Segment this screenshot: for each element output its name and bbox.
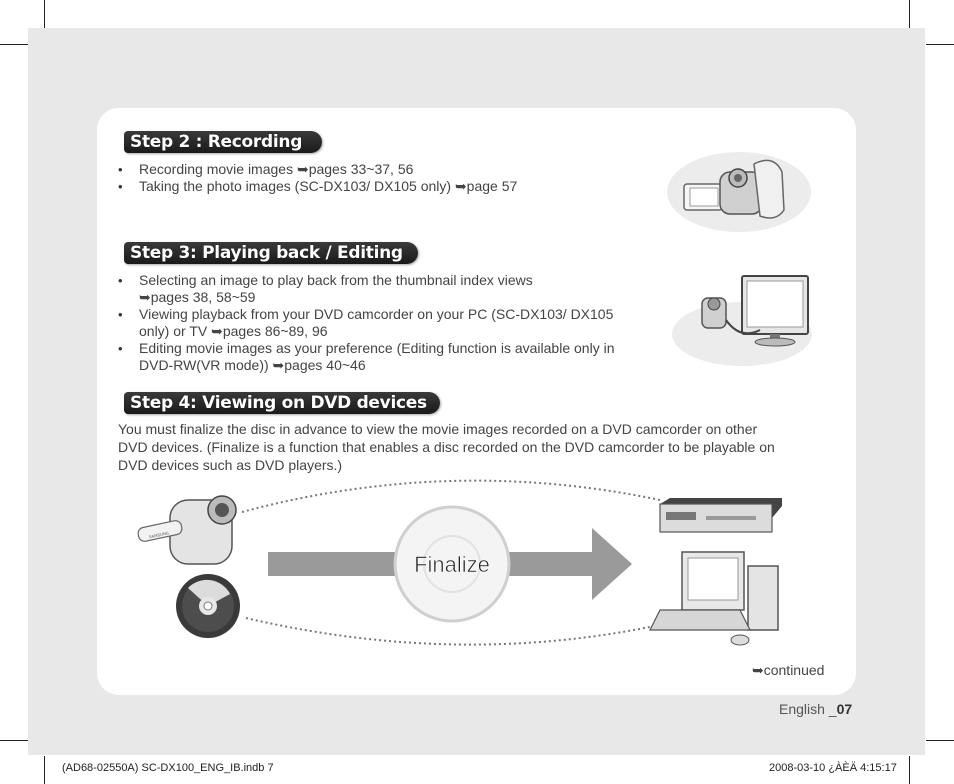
- crop-mark: [44, 0, 45, 28]
- print-file-info: (AD68-02550A) SC-DX100_ENG_IB.indb 7: [62, 762, 274, 774]
- paragraph-line: You must finalize the disc in advance to…: [118, 421, 758, 437]
- page-language: English _: [779, 701, 837, 717]
- list-item-line: Selecting an image to play back from the…: [139, 272, 533, 288]
- crop-mark: [44, 756, 45, 784]
- page-number: 07: [836, 701, 853, 717]
- list-item-line: only) or TV ➥pages 86~89, 96: [139, 323, 328, 339]
- list-item-line: DVD-RW(VR mode)) ➥pages 40~46: [139, 357, 366, 373]
- step3-title: Step 3: Playing back / Editing: [130, 243, 403, 263]
- dvd-player-icon: [659, 498, 782, 533]
- list-item-line: Viewing playback from your DVD camcorder…: [139, 306, 614, 322]
- crop-mark: [0, 740, 28, 741]
- list-item: Taking the photo images (SC-DX103/ DX105…: [118, 178, 638, 195]
- step4-title: Step 4: Viewing on DVD devices: [130, 393, 427, 413]
- crop-mark: [909, 756, 910, 784]
- crop-mark: [909, 0, 910, 28]
- step2-list: Recording movie images ➥pages 33~37, 56 …: [118, 161, 638, 195]
- crop-mark: [926, 44, 954, 45]
- list-item: Selecting an image to play back from the…: [118, 272, 648, 306]
- step3-header: Step 3: Playing back / Editing: [124, 242, 418, 264]
- step3-list: Selecting an image to play back from the…: [118, 272, 648, 374]
- list-item: Viewing playback from your DVD camcorder…: [118, 306, 648, 340]
- step2-header: Step 2 : Recording: [124, 131, 322, 153]
- paragraph-line: DVD devices such as DVD players.): [118, 457, 343, 473]
- camcorder-brand: SAMSUNG: [148, 530, 169, 539]
- finalize-diagram: Finalize SAMSUNG: [137, 479, 782, 646]
- continued-label: ➥continued: [752, 662, 825, 678]
- list-item: Editing movie images as your preference …: [118, 340, 648, 374]
- dvd-disc-icon: [176, 574, 240, 638]
- camcorder-recording-illustration: [667, 152, 811, 232]
- crop-mark: [0, 44, 28, 45]
- list-item-line: ➥pages 38, 58~59: [139, 289, 256, 305]
- arrow-right-half: [504, 528, 632, 600]
- camcorder-icon: SAMSUNG: [137, 495, 237, 565]
- arrow-left-half: [268, 552, 400, 576]
- camcorder-tv-illustration: [672, 275, 812, 366]
- step4-header: Step 4: Viewing on DVD devices: [124, 392, 440, 414]
- step4-paragraph: You must finalize the disc in advance to…: [118, 420, 818, 474]
- computer-icon: [649, 551, 779, 646]
- paragraph-line: DVD devices. (Finalize is a function tha…: [118, 439, 775, 455]
- list-item: Recording movie images ➥pages 33~37, 56: [118, 161, 638, 178]
- finalize-label: Finalize: [414, 552, 490, 577]
- print-datetime: 2008-03-10 ¿ÀÈÄ 4:15:17: [769, 762, 897, 774]
- crop-mark: [926, 740, 954, 741]
- page-label: English _07: [779, 701, 852, 717]
- list-item-line: Editing movie images as your preference …: [139, 340, 615, 356]
- dotted-arc-bottom: [245, 617, 665, 646]
- dotted-arc-top: [241, 479, 661, 513]
- step2-title: Step 2 : Recording: [130, 132, 303, 152]
